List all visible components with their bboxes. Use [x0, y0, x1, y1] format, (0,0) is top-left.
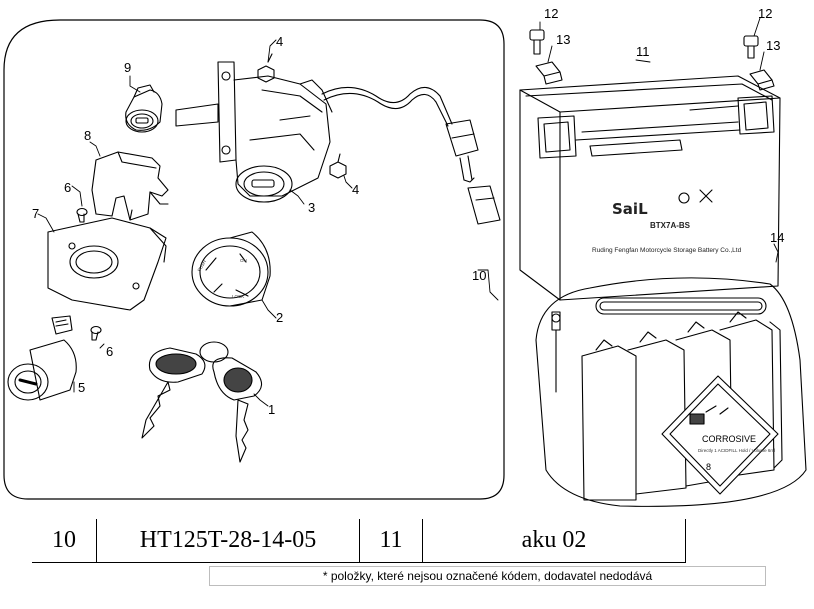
part-2-switch-cover: PUSH LOCK ON: [191, 231, 271, 307]
callout-leaders: [37, 17, 779, 407]
battery-maker: Ruding Fengfan Motorcycle Storage Batter…: [592, 247, 742, 254]
part-8-bracket: [91, 151, 169, 221]
left-group-frame: [3, 19, 505, 500]
hazard-class-number: 8: [706, 462, 711, 472]
battery-brand: SaiL: [612, 200, 648, 218]
callout-3: 3: [308, 200, 315, 215]
parts-table-code-a: HT125T-28-14-05: [139, 527, 317, 553]
callout-12-right: 12: [758, 6, 772, 21]
callout-12-left: 12: [544, 6, 558, 21]
callout-4-upper: 4: [276, 34, 283, 49]
acid-small-print: Directly 1 ACIDFILL Hold / Volume 6ml: [698, 448, 775, 453]
parts-table-divider: [359, 519, 360, 562]
svg-text:PUSH: PUSH: [197, 259, 208, 272]
part-14-electrolyte-pack: CORROSIVE 8 Directly 1 ACIDFILL Hold / V…: [535, 277, 807, 507]
callout-14: 14: [770, 230, 784, 245]
ignition-wire-harness: [321, 86, 501, 225]
parts-table: 10 HT125T-28-14-05 11 aku 02: [32, 519, 686, 563]
callout-numbers: 9 8 6 7 6 5 4 4 3 2 1 10 11 12 13 12 13 …: [32, 6, 784, 417]
callout-13-left: 13: [556, 32, 570, 47]
part-13-nut-right: [749, 69, 775, 91]
part-11-battery: SaiL BTX7A-BS Ruding Fengfan Motorcycle …: [519, 75, 781, 301]
parts-table-position-a: 10: [52, 527, 76, 553]
part-13-nut-left: [535, 61, 563, 85]
part-6-screw-lower: [90, 325, 102, 341]
callout-8: 8: [84, 128, 91, 143]
callout-13-right: 13: [766, 38, 780, 53]
callout-1: 1: [268, 402, 275, 417]
parts-table-code-b: aku 02: [521, 527, 587, 553]
callout-10: 10: [472, 268, 486, 283]
callout-11: 11: [636, 44, 650, 59]
supplier-footnote: * položky, které nejsou označené kódem, …: [209, 566, 766, 586]
parts-table-divider: [96, 519, 97, 562]
corrosive-label: CORROSIVE: [702, 434, 756, 444]
callout-6-upper: 6: [64, 180, 71, 195]
part-1-keys: [141, 341, 263, 463]
part-4-bolt-lower: [329, 153, 347, 179]
part-4-bolt-upper: [257, 53, 275, 83]
svg-text:LOCK: LOCK: [232, 294, 244, 299]
callout-6-lower: 6: [106, 344, 113, 359]
parts-table-divider: [685, 519, 686, 562]
part-12-bolt-right: [743, 35, 759, 59]
part-7-mounting-plate: [47, 217, 167, 311]
parts-table-position-b: 11: [379, 527, 403, 553]
callout-7: 7: [32, 206, 39, 221]
battery-model: BTX7A-BS: [650, 221, 691, 230]
svg-text:ON: ON: [240, 258, 247, 263]
part-5-seat-lock: [7, 315, 77, 401]
part-9-lock-cylinder: [125, 84, 163, 133]
part-12-bolt-left: [529, 29, 545, 55]
callout-4-lower: 4: [352, 182, 359, 197]
callout-9: 9: [124, 60, 131, 75]
callout-5: 5: [78, 380, 85, 395]
callout-2: 2: [276, 310, 283, 325]
part-6-screw-upper: [76, 207, 88, 223]
parts-table-divider: [422, 519, 423, 562]
part-3-ignition-switch: [175, 61, 333, 203]
